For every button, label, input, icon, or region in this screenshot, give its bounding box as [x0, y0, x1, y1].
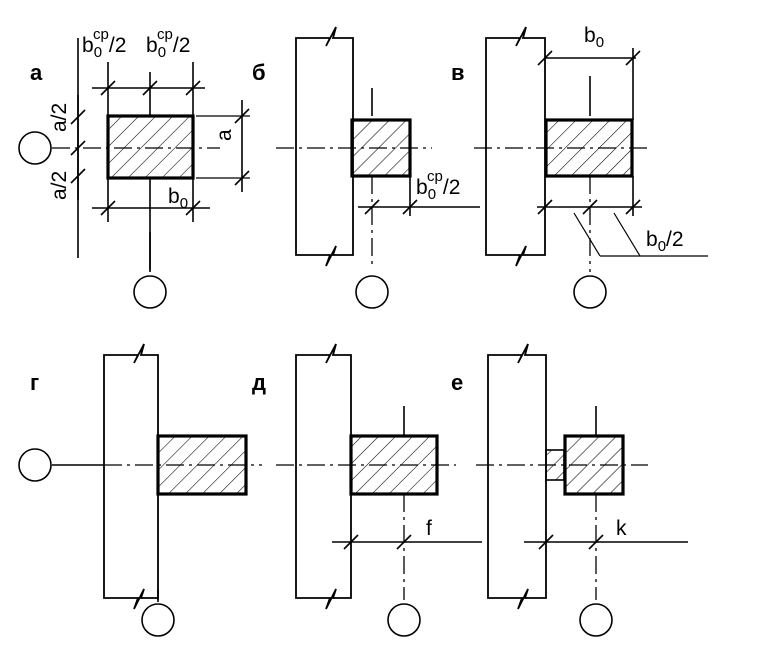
dim-label-k: k: [616, 517, 627, 540]
column-section: [544, 118, 634, 178]
panel-label-a: а: [30, 60, 43, 85]
axis-marker-circle: [355, 275, 389, 309]
panel-label-e: е: [451, 370, 463, 395]
dimension-tick: [234, 170, 250, 186]
dimension-tick: [538, 534, 554, 550]
dimension-tick: [70, 168, 86, 184]
dim-label-a-half: a/2: [48, 171, 71, 200]
dimension-tick: [100, 200, 116, 216]
axis-marker-circle: [387, 603, 421, 637]
wall-section: [103, 343, 159, 610]
dimension-tick: [537, 50, 553, 66]
dimension-tick: [537, 199, 553, 215]
panel-b: б b0ср/2: [252, 26, 480, 309]
panel-v: в b0 b0/2: [451, 24, 708, 309]
dim-label-a: a: [213, 129, 236, 141]
dimension-tick: [343, 534, 359, 550]
dimension-tick: [364, 199, 380, 215]
wall-section: [295, 343, 352, 610]
wall-section: [487, 343, 547, 610]
axis-marker-circle: [141, 603, 175, 637]
column-section: [106, 114, 195, 180]
leader-line: [573, 212, 601, 257]
dim-label-b0cp-half: b0ср/2: [416, 168, 460, 203]
panel-label-v: в: [451, 60, 465, 85]
dim-label-a-half: a/2: [48, 103, 71, 132]
dimension-tick: [396, 534, 412, 550]
dimension-tick: [142, 80, 158, 96]
dimension-tick: [582, 199, 598, 215]
axis-marker-circle: [18, 448, 52, 482]
column-section: [156, 434, 248, 496]
panel-label-b: б: [252, 60, 266, 85]
dimension-tick: [588, 534, 604, 550]
column-section: [349, 434, 439, 496]
panel-label-d: д: [252, 370, 266, 395]
dim-label-b0-half: b0/2: [646, 228, 684, 255]
axis-marker-circle: [133, 275, 167, 309]
dimension-tick: [70, 109, 86, 125]
dimension-tick: [185, 200, 201, 216]
dim-label-b0cp-half: b0ср/2: [82, 26, 126, 61]
axis-marker-circle: [18, 131, 52, 165]
panel-d: д f: [252, 343, 482, 637]
dimension-tick: [100, 80, 116, 96]
panel-label-g: г: [30, 370, 39, 395]
dim-label-b0: b0: [168, 185, 188, 212]
column-section: [350, 118, 412, 178]
panel-g: г: [18, 343, 262, 637]
axis-marker-circle: [579, 603, 613, 637]
dimension-tick: [402, 199, 418, 215]
panel-a: а b0ср/2 b0ср/2: [18, 26, 250, 309]
dim-label-b0cp-half: b0ср/2: [146, 26, 190, 61]
column-section: [563, 434, 625, 496]
dimension-tick: [625, 199, 641, 215]
dim-label-b0: b0: [584, 24, 604, 51]
wall-section: [485, 26, 546, 267]
dimension-tick: [234, 108, 250, 124]
dimension-tick: [185, 80, 201, 96]
corbel-section: [545, 449, 565, 481]
panel-e: е k: [451, 343, 688, 637]
axis-marker-circle: [573, 275, 607, 309]
wall-section: [295, 26, 354, 267]
dim-label-f: f: [426, 517, 432, 540]
leader-line: [613, 212, 641, 257]
